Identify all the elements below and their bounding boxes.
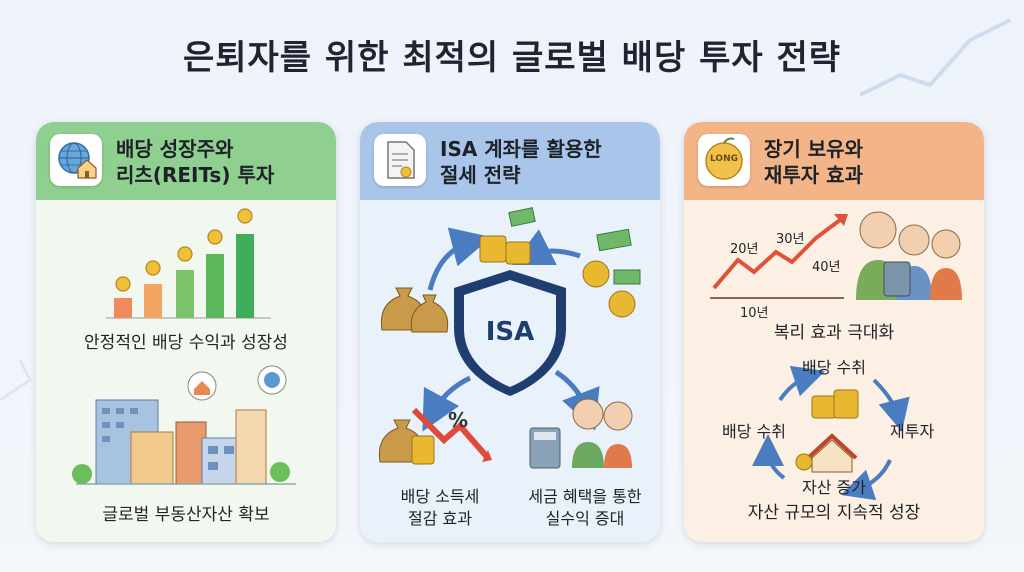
long-badge-text: LONG (710, 154, 738, 164)
coins-house-icon (795, 389, 859, 473)
money-bag-icon (380, 287, 449, 333)
cycle-label-dividend-left: 배당 수취 (722, 422, 786, 441)
card-title-line2: 리츠(REITs) 투자 (116, 163, 275, 187)
caption-asset-growth: 자산 규모의 지속적 성장 (747, 503, 921, 523)
bar-4 (206, 254, 224, 318)
growth-line (712, 218, 842, 290)
year-20: 20년 (730, 242, 759, 257)
cycle-label-dividend-top: 배당 수취 (802, 358, 866, 377)
bar-5 (236, 234, 254, 318)
card-long-term-reinvest: LONG 장기 보유와 재투자 효과 (684, 122, 984, 542)
bar-3 (176, 270, 194, 318)
bar-1 (114, 298, 132, 318)
year-40: 40년 (812, 260, 841, 275)
cycle-label-asset-growth: 자산 증가 (802, 478, 866, 497)
coins-icon (582, 228, 641, 318)
year-30: 30년 (776, 232, 805, 247)
card-header: LONG 장기 보유와 재투자 효과 (684, 122, 984, 200)
year-10: 10년 (740, 306, 769, 321)
isa-illustration (378, 207, 641, 469)
caption-tax-benefit: 세금 혜택을 통한 실수익 증대 (528, 487, 642, 528)
card-title-line1: ISA 계좌를 활용한 (440, 137, 602, 161)
card-isa-tax-strategy: ISA 계좌를 활용한 절세 전략 (360, 122, 660, 542)
card-header: 배당 성장주와 리츠(REITs) 투자 (36, 122, 336, 200)
arrow-down-left (422, 375, 472, 432)
long-badge-icon: LONG (698, 134, 750, 186)
card-dividend-reits: 배당 성장주와 리츠(REITs) 투자 (36, 122, 336, 542)
cycle-arrows (752, 365, 910, 501)
card-header: ISA 계좌를 활용한 절세 전략 (360, 122, 660, 200)
compound-illustration (710, 211, 962, 501)
cycle-label-reinvest: 재투자 (890, 422, 935, 441)
city-buildings-icon (72, 399, 296, 485)
shield-icon (454, 270, 566, 396)
caption-stable-dividend: 안정적인 배당 수익과 성장성 (84, 333, 288, 353)
globe-pin-icon (257, 365, 287, 395)
seniors-icon (856, 211, 962, 300)
growth-bar-illustration (72, 208, 296, 485)
arrow-up-left (427, 227, 492, 291)
house-pin-icon (187, 371, 217, 401)
coin-stack-icon (479, 207, 536, 265)
card-title-line1: 배당 성장주와 (116, 137, 234, 161)
percent-sign: % (447, 408, 469, 432)
caption-compound-effect: 복리 효과 극대화 (773, 323, 895, 343)
globe-house-icon (50, 134, 102, 186)
card-title-line1: 장기 보유와 (764, 137, 863, 161)
arrow-top-right (512, 229, 581, 265)
seniors-calculator-icon (529, 398, 633, 469)
document-icon (374, 134, 426, 186)
card-title-line2: 절세 전략 (440, 163, 521, 187)
page-title: 은퇴자를 위한 최적의 글로벌 배당 투자 전략 (182, 38, 842, 78)
card-title-line2: 재투자 효과 (764, 163, 863, 187)
caption-global-real-estate: 글로벌 부동산자산 확보 (102, 505, 270, 525)
tax-reduction-icon (378, 407, 492, 465)
bar-2 (144, 284, 162, 318)
shield-text: ISA (485, 317, 535, 347)
caption-dividend-tax-savings: 배당 소득세 절감 효과 (400, 487, 480, 528)
